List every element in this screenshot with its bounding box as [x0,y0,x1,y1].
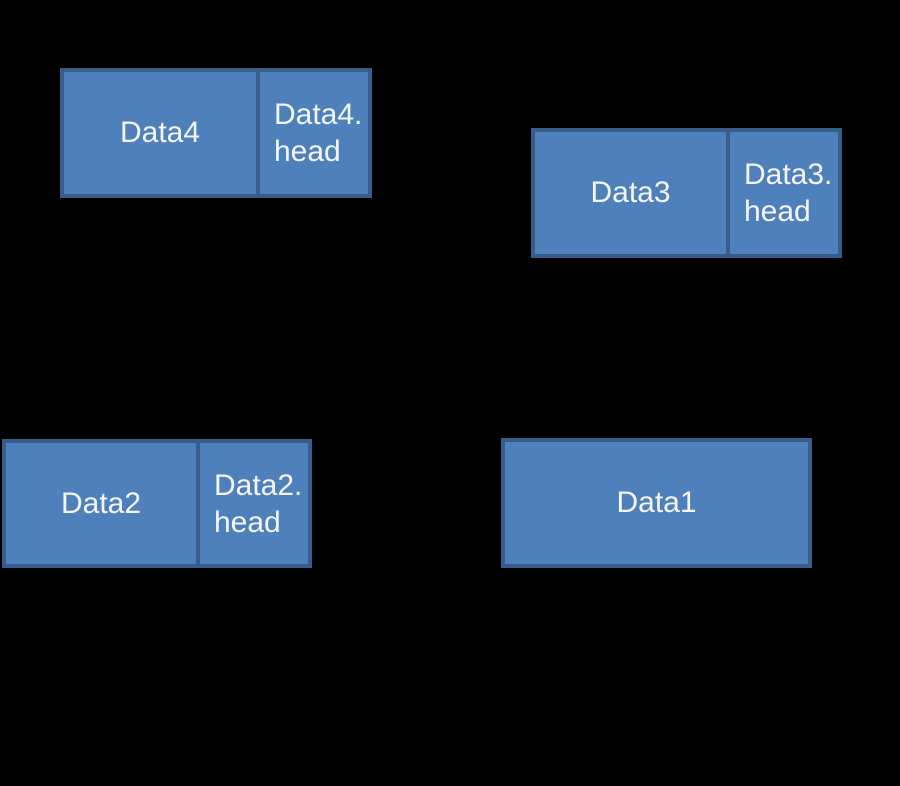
node-data4-head: Data4. head [256,72,368,194]
node-data1: Data1 [501,438,812,568]
node-data4-head-line2: head [274,135,341,168]
node-data4-body: Data4 [64,72,256,194]
node-data3-label: Data3 [590,176,671,209]
node-data4-head-line1: Data4. [274,98,363,131]
node-data1-label: Data1 [616,486,697,519]
node-data3-body: Data3 [535,132,726,254]
node-data3-head: Data3. head [726,132,838,254]
node-data4-label: Data4 [119,116,201,149]
node-data2-head-line2: head [214,505,281,539]
node-data1-body: Data1 [505,442,808,564]
node-data2-body: Data2 [6,443,196,564]
node-data2: Data2 Data2. head [2,439,312,568]
node-data2-head-line1: Data2. [214,468,303,502]
node-data3-head-line1: Data3. [744,158,833,191]
node-data4: Data4 Data4. head [60,68,372,198]
node-data3: Data3 Data3. head [531,128,842,258]
node-data3-head-line2: head [744,195,811,228]
node-data2-label: Data2 [60,486,142,520]
node-data2-head: Data2. head [196,443,308,564]
